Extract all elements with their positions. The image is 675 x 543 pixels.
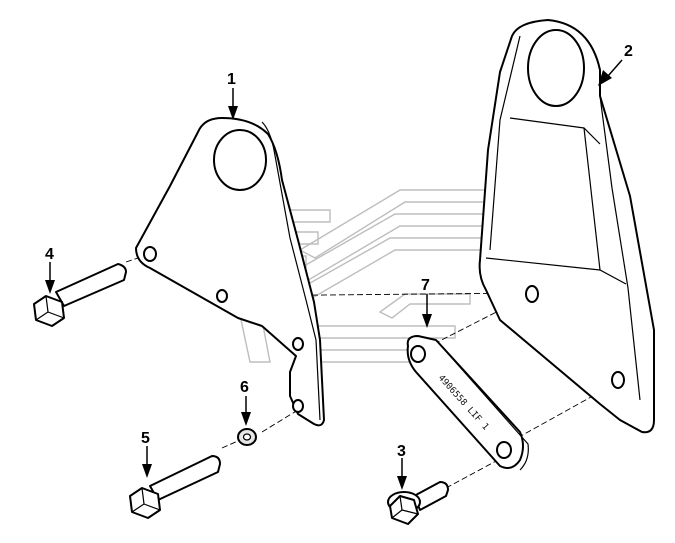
callout-5: 5 <box>141 430 150 447</box>
arrow-part-2 <box>598 59 623 86</box>
leader-line-washer-to-plate <box>261 409 299 433</box>
callout-3: 3 <box>397 443 406 460</box>
callout-arrows <box>45 59 623 490</box>
link-plate-icon: 4906558 LIF 1 <box>406 335 529 471</box>
flange-head-bolt-icon <box>387 481 449 525</box>
lifting-eye-bracket-icon <box>478 19 655 434</box>
flat-washer-icon <box>237 428 257 446</box>
arrow-part-6 <box>241 396 251 426</box>
callout-6: 6 <box>240 379 249 396</box>
callout-1: 1 <box>227 71 236 88</box>
leader-line-plate-to-bracket <box>221 292 531 297</box>
leader-line-flange-bolt <box>445 459 499 489</box>
leader-line-lower-bolt <box>221 439 241 449</box>
callout-7: 7 <box>421 277 430 294</box>
arrow-part-1 <box>228 88 238 120</box>
callout-labels: 1 2 3 4 5 6 7 <box>45 43 633 460</box>
callout-4: 4 <box>45 246 54 263</box>
arrow-part-5 <box>142 446 152 478</box>
arrow-part-3 <box>397 458 407 490</box>
arrow-part-7 <box>422 294 432 328</box>
hex-bolt-lower-icon <box>129 455 221 519</box>
arrow-part-4 <box>45 262 55 294</box>
hex-bolt-upper-icon <box>33 263 127 327</box>
callout-2: 2 <box>624 43 633 60</box>
mounting-bracket-plate-icon <box>135 117 325 427</box>
